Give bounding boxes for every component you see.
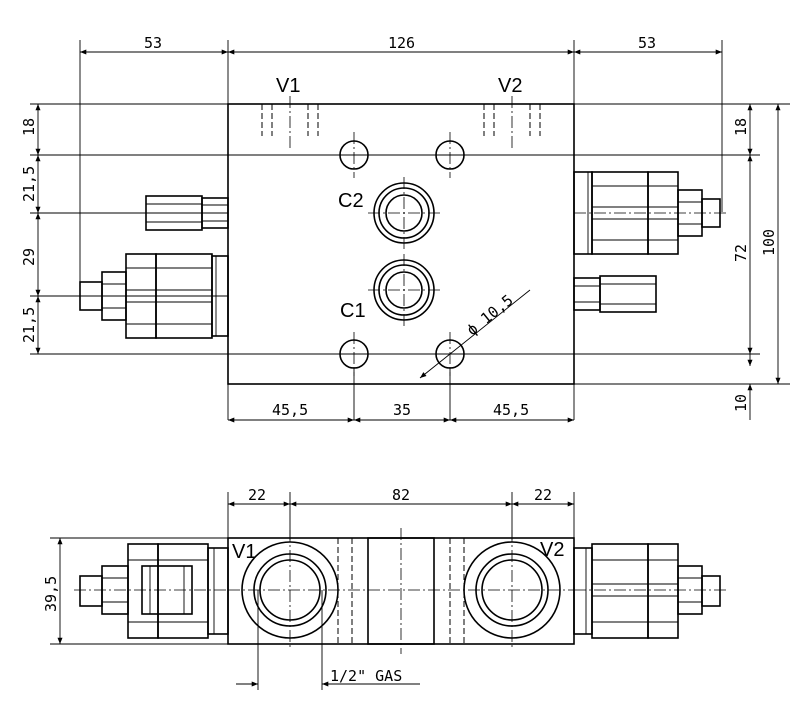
label-v1-top: V1	[276, 75, 300, 97]
left-cartridge-side	[74, 543, 229, 639]
dim-right-overhang: 53	[638, 34, 656, 52]
side-view: V1 V2 1/2" GAS 22 82 22 39,5	[42, 486, 728, 690]
label-v1-side: V1	[232, 541, 256, 563]
left-cartridge	[76, 253, 229, 339]
left-small-fitting	[145, 195, 229, 231]
dim-left-overhang: 53	[144, 34, 162, 52]
right-cartridge-side	[573, 543, 728, 639]
dim-left-21-5-top: 21,5	[20, 166, 38, 202]
dim-right-18: 18	[732, 118, 750, 136]
dim-side-right-22: 22	[534, 486, 552, 504]
top-view: V1 V2 C2 C1 ϕ 10,5 53 126 53 45,5 35 45,…	[20, 34, 790, 423]
dim-side-left-22: 22	[248, 486, 266, 504]
label-v2-top: V2	[498, 75, 522, 97]
dim-body-width: 126	[388, 34, 415, 52]
dim-left-21-5-bottom: 21,5	[20, 307, 38, 343]
dim-right-72: 72	[732, 244, 750, 262]
dimension-lines-top	[35, 49, 781, 423]
dim-bottom-center: 35	[393, 401, 411, 419]
label-port-size: 1/2" GAS	[330, 667, 402, 685]
dim-bottom-right: 45,5	[493, 401, 529, 419]
dim-left-29: 29	[20, 248, 38, 266]
dimension-lines-side	[57, 501, 574, 687]
mounting-holes	[339, 132, 465, 376]
cartridge-hidden-lines	[261, 96, 541, 150]
dim-right-100: 100	[760, 229, 778, 256]
dim-bottom-left: 45,5	[272, 401, 308, 419]
label-c1: C1	[340, 300, 366, 322]
dim-right-10: 10	[732, 394, 750, 412]
right-small-fitting	[573, 275, 657, 313]
label-hole-diameter: ϕ 10,5	[463, 291, 516, 339]
label-c2: C2	[338, 190, 364, 212]
port-c2	[368, 177, 440, 250]
dim-side-center-82: 82	[392, 486, 410, 504]
right-cartridge	[573, 171, 728, 255]
valve-body-top	[227, 103, 575, 385]
port-c1	[368, 254, 440, 326]
dim-side-height: 39,5	[42, 576, 60, 612]
label-v2-side: V2	[540, 539, 564, 561]
dim-left-18: 18	[20, 118, 38, 136]
extension-lines-top	[30, 40, 790, 420]
